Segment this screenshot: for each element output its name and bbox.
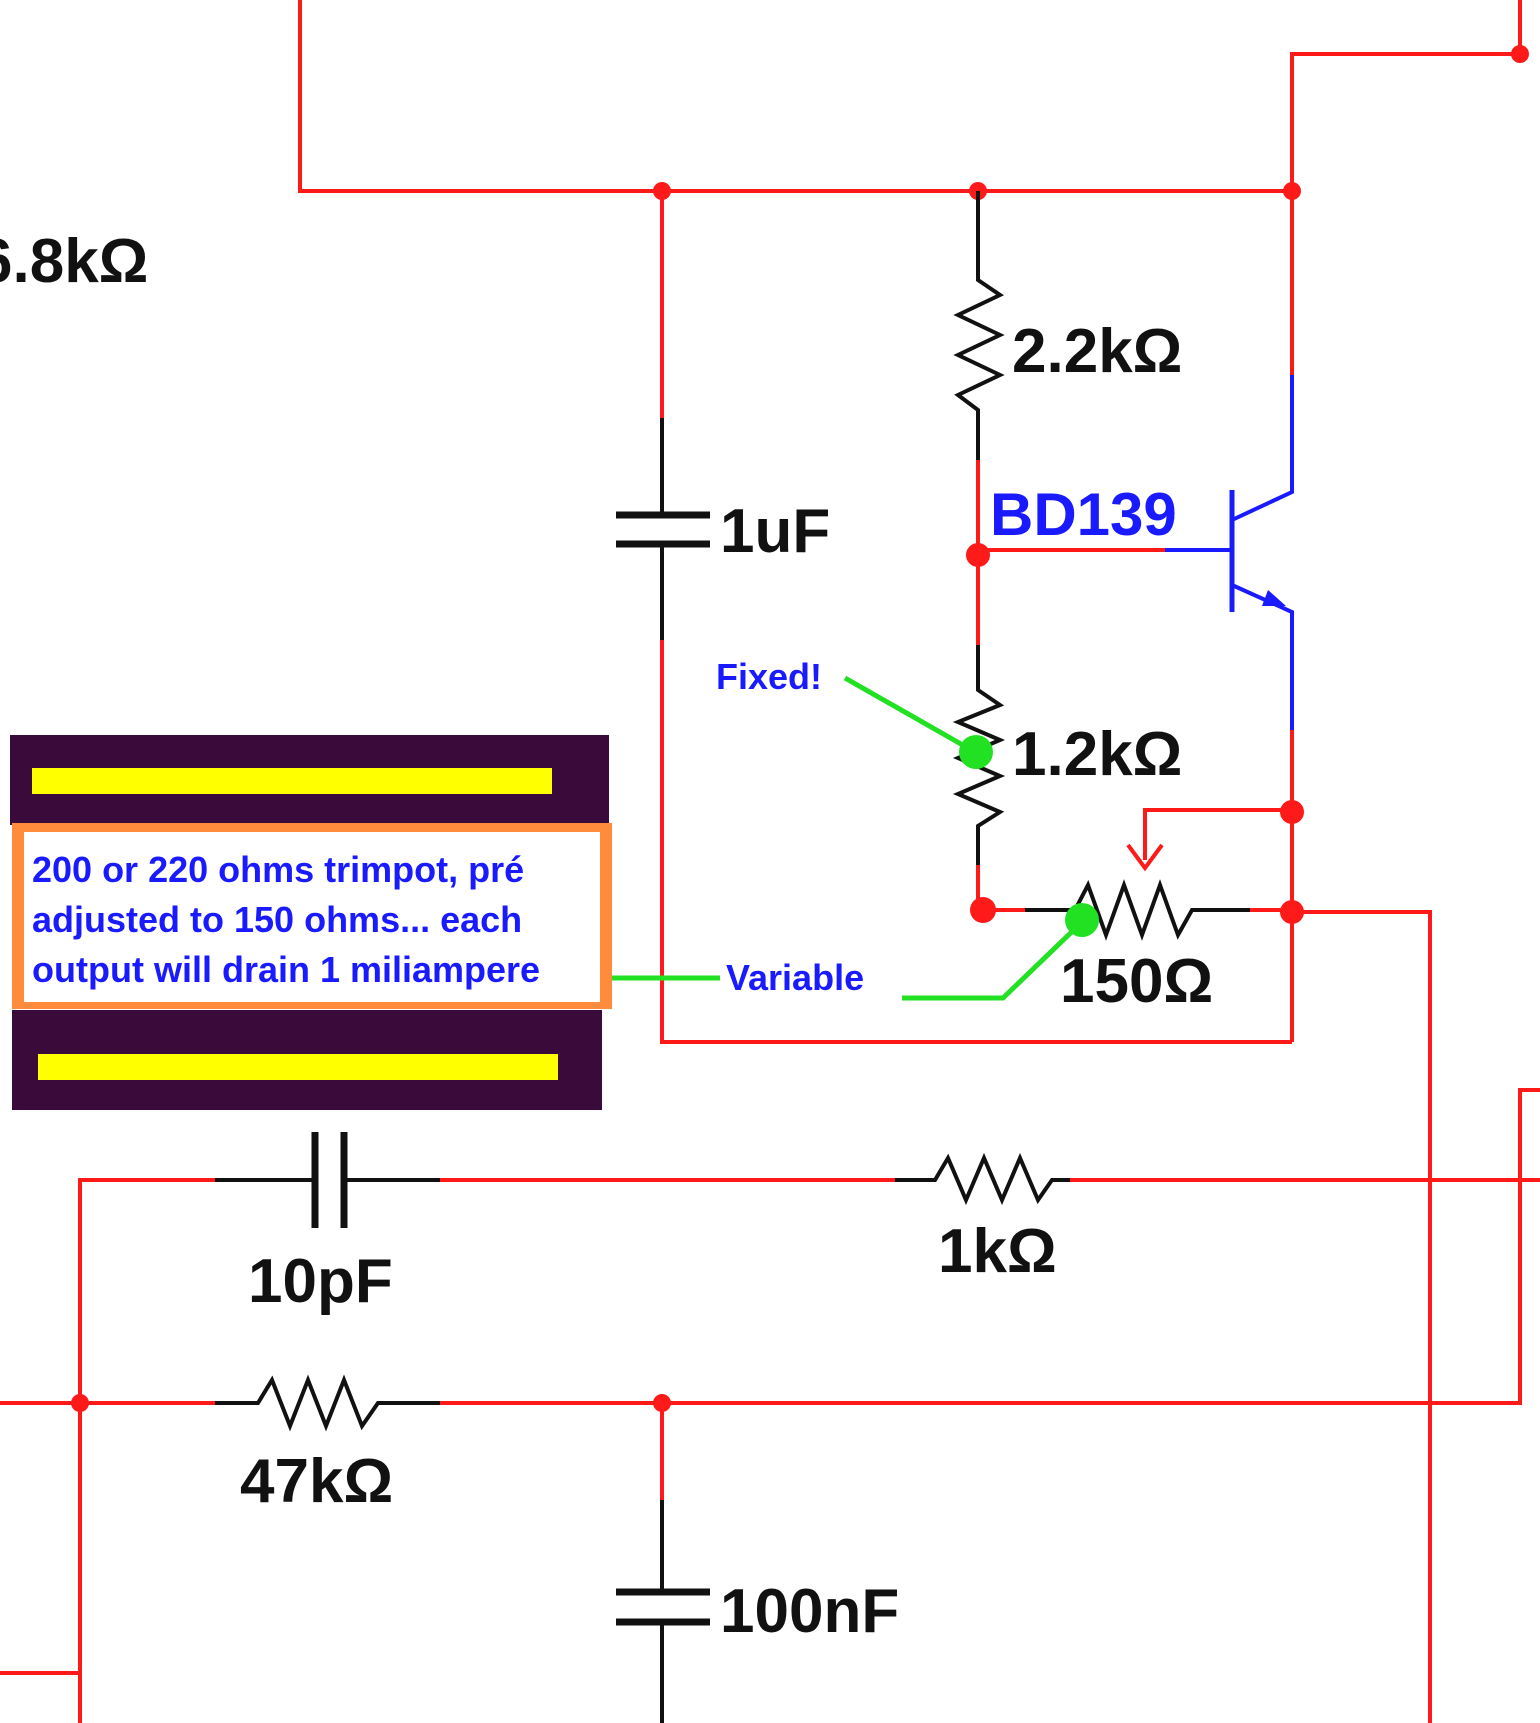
capacitor-10pf-label: 10pF [248,1247,393,1316]
variable-pointer [612,903,1099,1001]
fixed-pointer [843,675,993,769]
resistor-2k2-label: 2.2kΩ [1012,317,1182,386]
note-line-2: adjusted to 150 ohms... each [32,899,522,940]
capacitor-100nf-label: 100nF [720,1577,899,1646]
capacitor-10pf [78,1132,895,1723]
note-line-3: output will drain 1 miliampere [32,949,540,990]
transistor-label: BD139 [990,481,1177,548]
resistor-1k-label: 1kΩ [938,1217,1057,1286]
capacitor-1uf [616,191,1292,1044]
resistor-47k-label: 47kΩ [240,1447,393,1516]
trimpot-150-label: 150Ω [1060,947,1213,1016]
resistor-1k2-label: 1.2kΩ [1012,720,1182,789]
capacitor-1uf-label: 1uF [720,497,830,566]
resistor-6k8-label: 6.8kΩ [0,227,148,296]
capacitor-100nf [616,1403,710,1723]
top-rail [298,0,1529,200]
resistor-1k2 [952,555,1006,923]
variable-label: Variable [726,957,864,998]
note-line-1: 200 or 220 ohms trimpot, pré [32,849,524,890]
fixed-label: Fixed! [716,656,822,697]
trimpot-150 [978,800,1432,1723]
trimpot-note-box: 200 or 220 ohms trimpot, pré adjusted to… [10,735,612,1110]
transistor-bd139 [978,191,1294,1042]
resistor-1k [895,1152,1540,1206]
resistor-47k [0,1088,1540,1432]
